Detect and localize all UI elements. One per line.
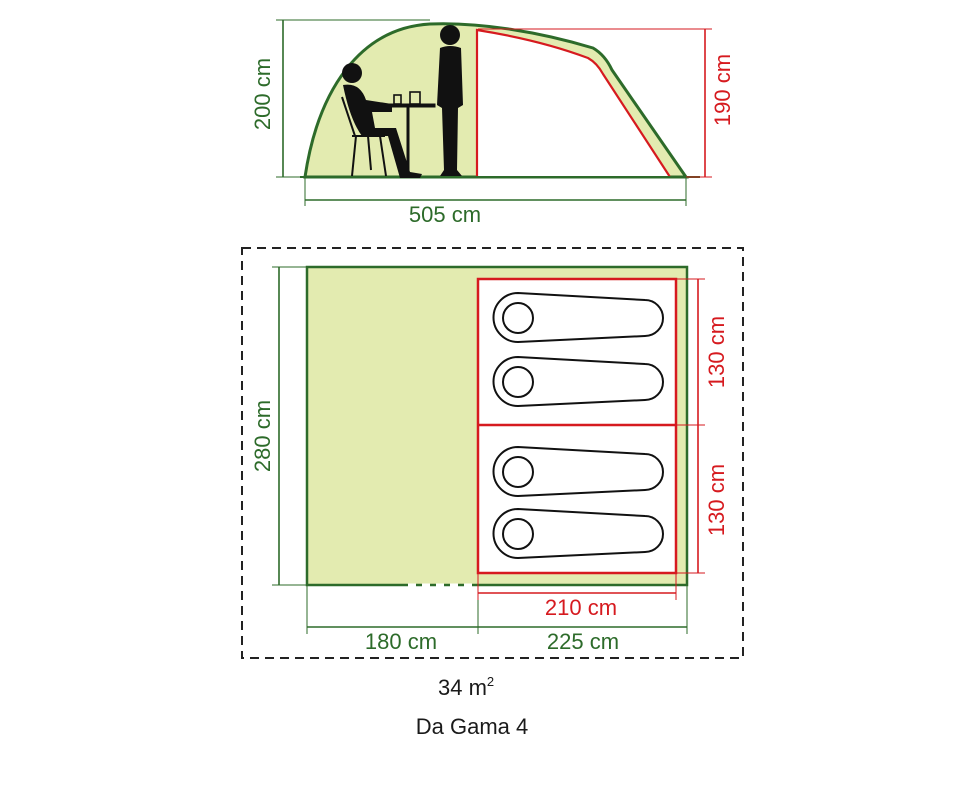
section-length-dimension [306, 585, 688, 634]
height-outer-dimension [276, 19, 430, 178]
sleeping-bag [492, 507, 664, 560]
sleeping-bag [492, 445, 664, 498]
area-label: 34 m2 [438, 674, 494, 700]
height-inner-dimension [478, 28, 712, 178]
width-label: 280 cm [250, 400, 275, 472]
side-view: 200 cm 190 cm 505 cm [250, 19, 735, 227]
floor-plan: 280 cm 130 cm 130 cm 210 cm 180 cm [241, 247, 744, 659]
height-inner-label: 190 cm [710, 54, 735, 126]
bedroom-upper-dimension [676, 278, 705, 426]
bedroom-depth-label: 210 cm [545, 595, 617, 620]
living-length-label: 180 cm [365, 629, 437, 654]
footprint-dashed-border [241, 247, 744, 659]
bedroom-upper-label: 130 cm [704, 316, 729, 388]
sleeping-bag [492, 291, 664, 344]
chair-icon [341, 96, 387, 177]
bedroom-lower-label: 130 cm [704, 464, 729, 536]
width-dimension [272, 266, 307, 586]
height-outer-label: 200 cm [250, 58, 275, 130]
length-dimension [304, 177, 687, 206]
model-name: Da Gama 4 [416, 714, 529, 739]
length-label: 505 cm [409, 202, 481, 227]
bedroom-depth-dimension [477, 573, 677, 600]
sleeping-bag [492, 355, 664, 408]
inner-tent-side-profile [475, 28, 671, 178]
bedroom-lower-dimension [676, 425, 705, 574]
seated-person-icon [342, 63, 422, 178]
bedroom-section-length-label: 225 cm [547, 629, 619, 654]
standing-person-icon [437, 25, 463, 176]
